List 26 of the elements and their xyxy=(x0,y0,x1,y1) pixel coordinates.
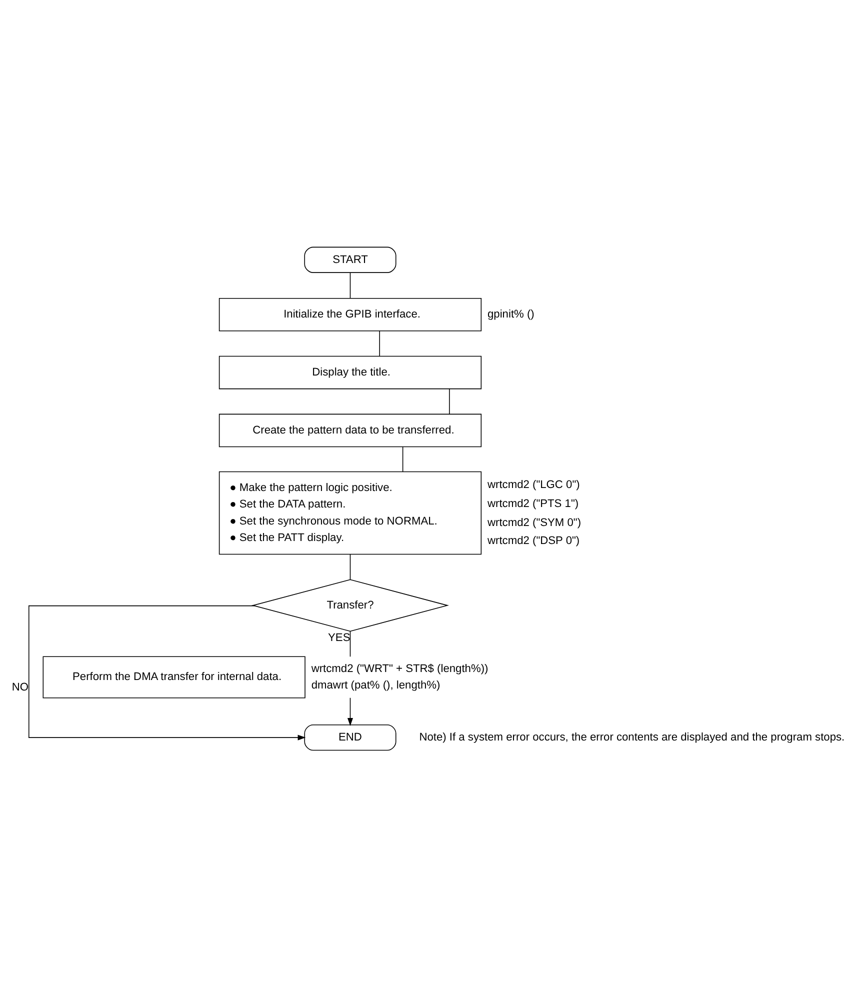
connector xyxy=(350,630,351,657)
connector xyxy=(350,272,351,299)
node-box: END xyxy=(304,724,396,751)
node-box: ● Make the pattern logic positive. ● Set the DATA pattern. ● Set the synchronous mode to NORMAL. ● Set the PATT display. xyxy=(218,471,482,555)
node-box: Display the title. xyxy=(218,356,482,390)
node-box: START xyxy=(304,246,396,273)
arrow xyxy=(28,605,306,740)
node-label: wrtcmd2 ("PTS 1") xyxy=(488,498,579,510)
node-label: gpinit% () xyxy=(488,308,534,321)
node-box: Initialize the GPIB interface. xyxy=(218,298,482,332)
node-label: wrtcmd2 ("DSP 0") xyxy=(488,535,580,548)
edge-label: YES xyxy=(328,632,350,644)
connector xyxy=(449,388,450,415)
connector xyxy=(350,554,351,580)
node-box: Create the pattern data to be transferred. xyxy=(218,414,482,448)
node-label: wrtcmd2 ("LGC 0") xyxy=(488,479,580,492)
arrow xyxy=(347,697,354,726)
node-label: wrtcmd2 ("WRT" + STR$ (length%)) xyxy=(311,662,488,675)
connector xyxy=(379,330,380,357)
node-box: Perform the DMA transfer for internal data. xyxy=(42,656,306,698)
node-label: wrtcmd2 ("SYM 0") xyxy=(488,516,582,529)
node-label: dmawrt (pat% (), length%) xyxy=(311,680,440,692)
node-diamond: Transfer? xyxy=(251,579,449,632)
edge-label: NO xyxy=(12,682,28,694)
connector xyxy=(402,446,404,472)
label: Note) If a system error occurs, the error contents are displayed and the program stops. xyxy=(419,731,845,744)
